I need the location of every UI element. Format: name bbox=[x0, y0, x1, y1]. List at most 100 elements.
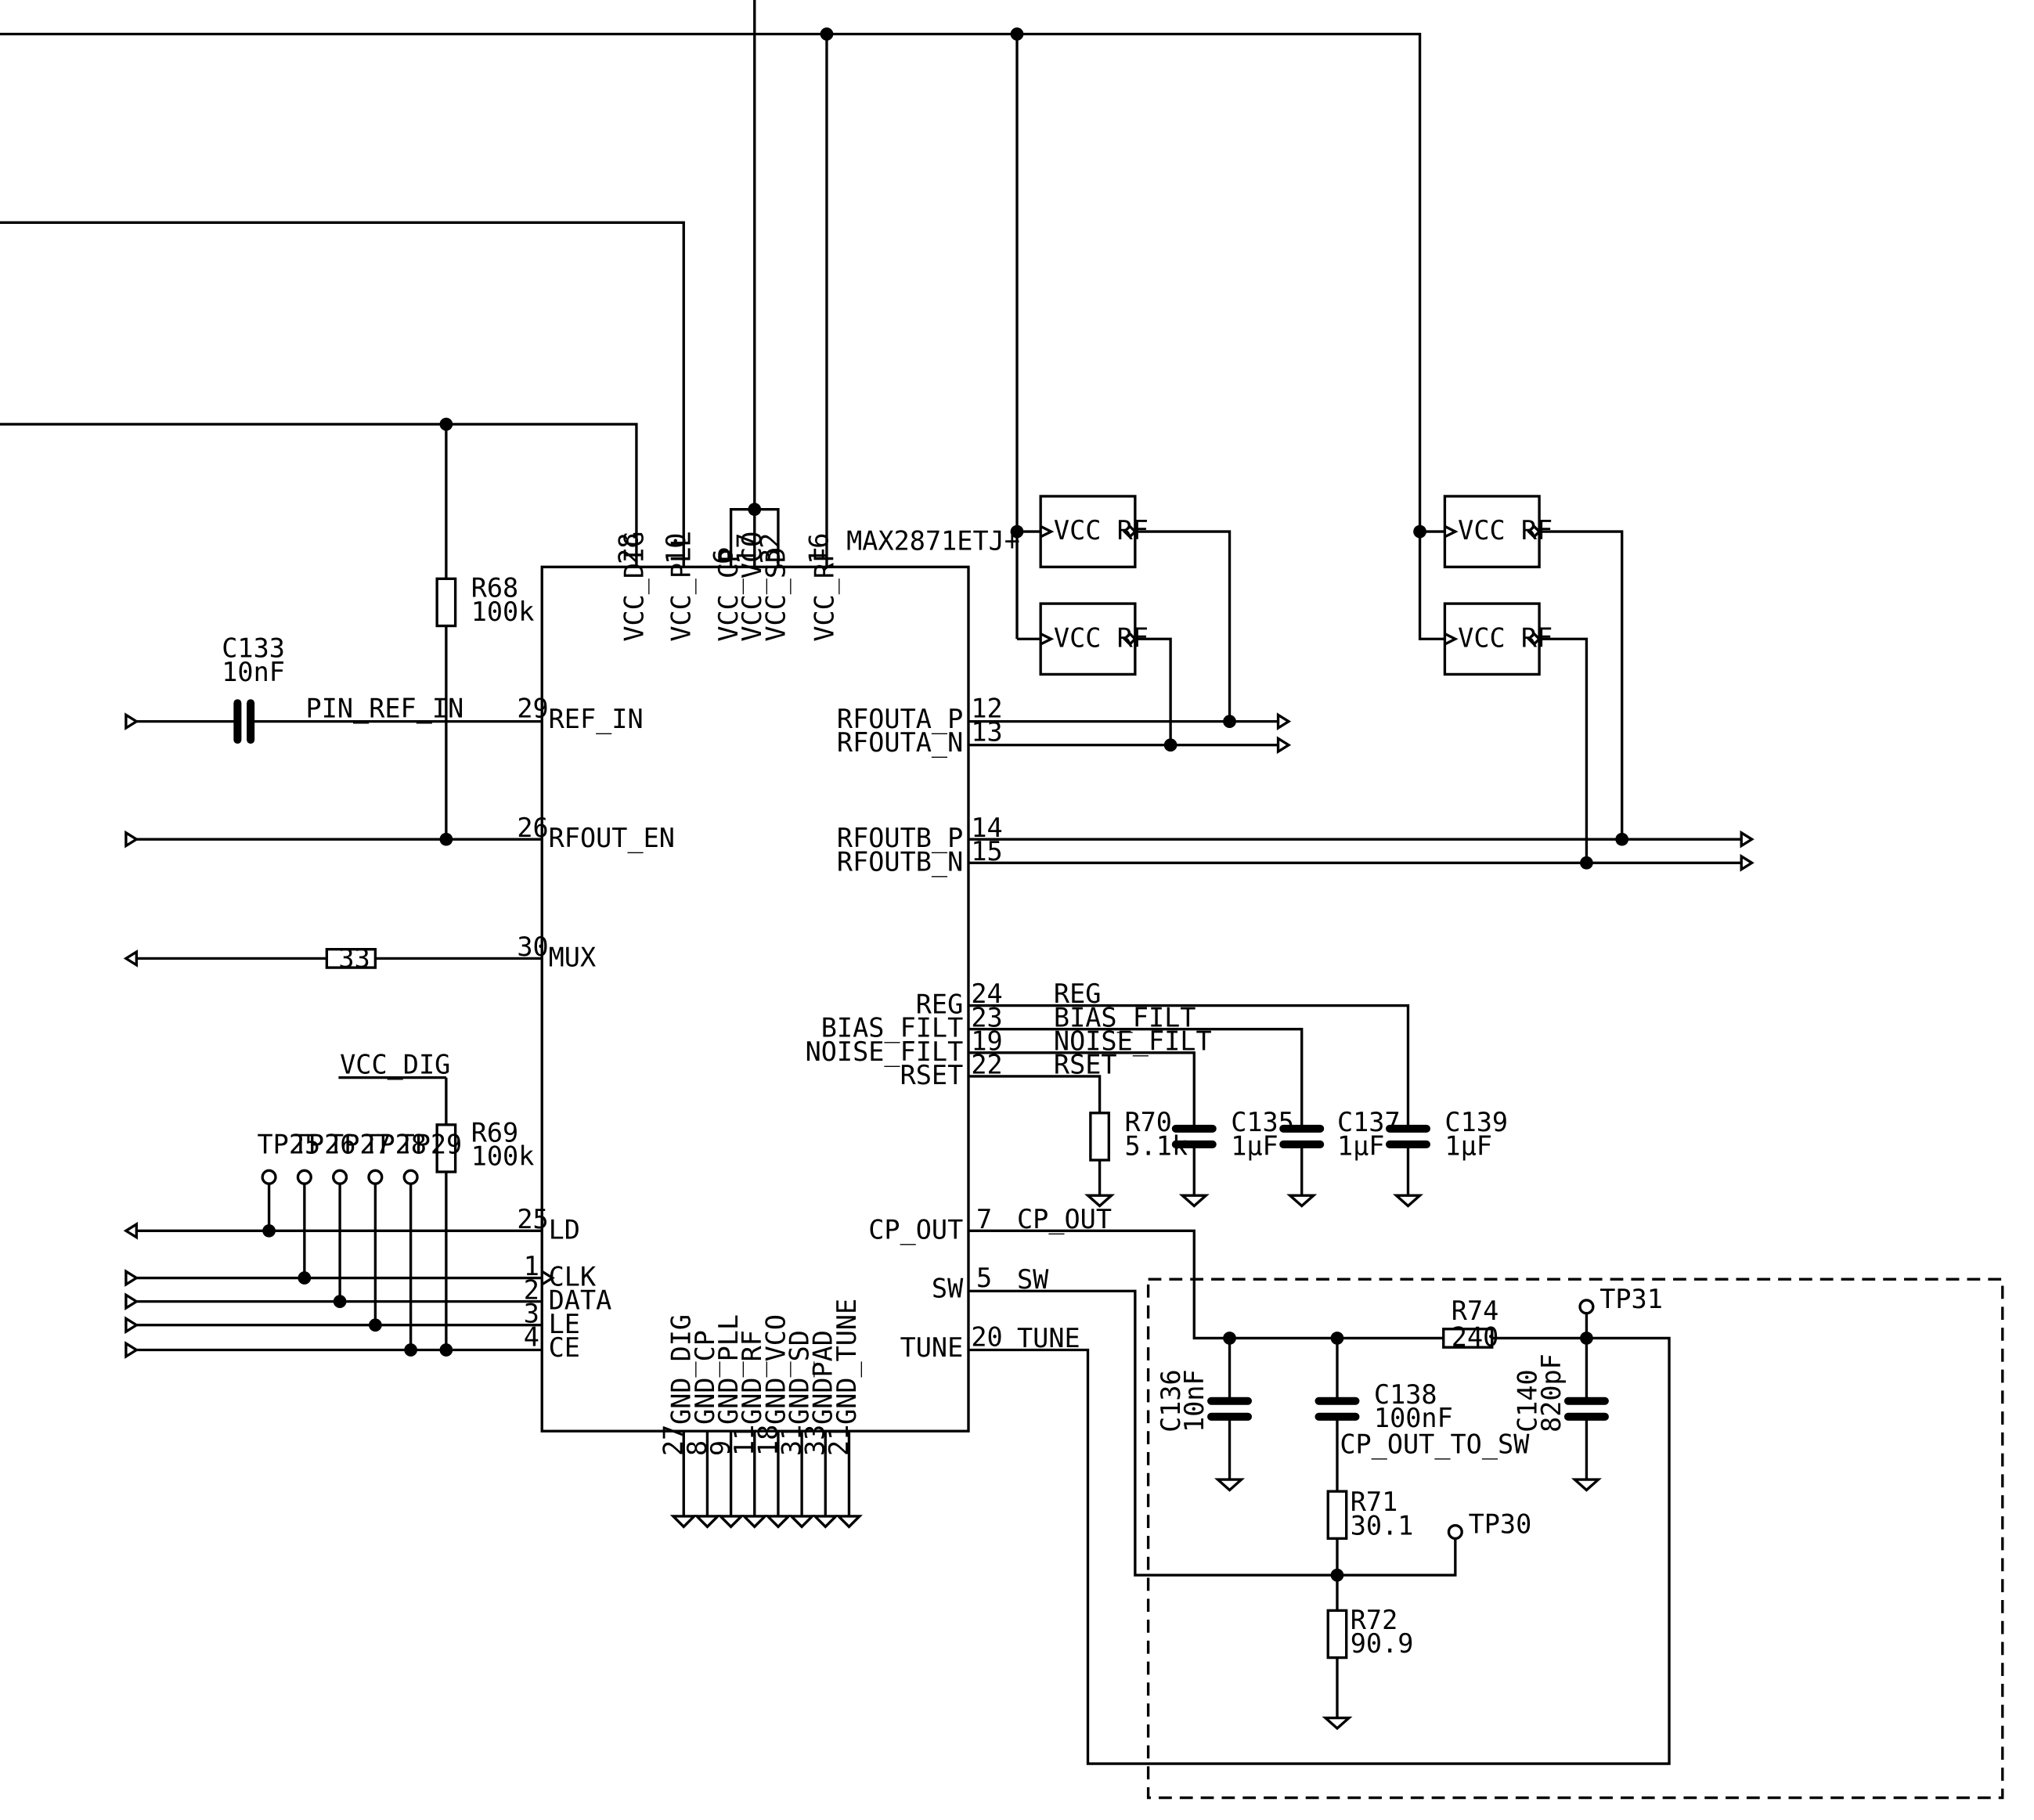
test-point-icon[interactable] bbox=[332, 1169, 348, 1185]
net-label-sw: SW bbox=[1017, 1264, 1049, 1295]
pin-number: 15 bbox=[971, 836, 1002, 867]
pin-name: RFOUTA_N bbox=[837, 727, 963, 759]
r69-ref: R69 bbox=[471, 1118, 519, 1148]
ic-part-label: MAX2871ETJ+ bbox=[846, 526, 1020, 557]
pin-name: VCC_DIG bbox=[618, 532, 650, 642]
test-point-icon[interactable] bbox=[1447, 1523, 1463, 1541]
input-port-icon bbox=[124, 1292, 139, 1311]
supply-wires bbox=[0, 0, 1422, 840]
bias-filter-network: REG BIAS_FILT NOISE_FILT RSET R70 5.1k C… bbox=[968, 978, 1508, 1208]
net-label-reg: REG bbox=[1054, 978, 1102, 1009]
pin-name: TUNE bbox=[900, 1332, 964, 1363]
ground-symbol bbox=[1322, 1716, 1353, 1731]
pin-name: GNDPAD bbox=[808, 1330, 838, 1425]
r68-ref: R68 bbox=[471, 573, 519, 604]
pullup-block bbox=[1443, 495, 1541, 568]
test-point-icon[interactable] bbox=[367, 1169, 384, 1185]
r68: R68 100k bbox=[435, 573, 535, 628]
output-port-icon bbox=[123, 1221, 138, 1240]
ic-top-pins: 28 VCC_DIG 10 VCC_PLL 6 VCC_CP 17 VCC_VC… bbox=[614, 532, 841, 642]
pin-name: REG bbox=[916, 989, 964, 1020]
pin-name: GND_VCO bbox=[760, 1314, 792, 1425]
r74-ref: R74 bbox=[1452, 1296, 1499, 1326]
ground-symbol bbox=[717, 1515, 745, 1529]
input-port-icon bbox=[124, 1341, 139, 1359]
c140-value: 820pF bbox=[1536, 1353, 1567, 1433]
c139-ref: C139 bbox=[1444, 1107, 1508, 1137]
input-port-icon bbox=[124, 1269, 139, 1287]
pin-number: 20 bbox=[971, 1322, 1002, 1353]
r72 bbox=[1326, 1609, 1348, 1660]
c136-value: 10nF bbox=[1179, 1369, 1210, 1433]
pin-number: 29 bbox=[517, 694, 548, 724]
c135-value: 1µF bbox=[1231, 1130, 1278, 1161]
pin-name: GND_CP bbox=[690, 1330, 721, 1425]
r70-ref: R70 bbox=[1124, 1107, 1172, 1137]
tp30-label: TP30 bbox=[1469, 1509, 1532, 1540]
ground-symbol bbox=[788, 1515, 816, 1529]
ic-right-pins: 12 RFOUTA_P 13 RFOUTA_N 14 RFOUTB_P 15 R… bbox=[806, 694, 1003, 1363]
r68-value: 100k bbox=[471, 596, 535, 627]
pin-number: 17 bbox=[731, 533, 762, 564]
c136-ref: C136 bbox=[1156, 1369, 1186, 1433]
c138-value: 100nF bbox=[1374, 1403, 1453, 1433]
mux-net: 33 bbox=[123, 943, 543, 974]
pin-number: 24 bbox=[971, 978, 1002, 1009]
tp26-label: TP26 bbox=[293, 1130, 356, 1160]
pin-name: BIAS_FILT bbox=[821, 1013, 964, 1044]
ground-symbol bbox=[1214, 1478, 1246, 1492]
pin-name: DATA bbox=[549, 1285, 612, 1316]
c133-ref: C133 bbox=[222, 633, 285, 664]
ground-symbol bbox=[1286, 1194, 1318, 1208]
r69: VCC_DIG R69 100k bbox=[338, 1050, 534, 1350]
r72-ref: R72 bbox=[1351, 1605, 1398, 1635]
ground-symbol bbox=[811, 1515, 839, 1529]
ground-symbol bbox=[741, 1515, 769, 1529]
ground-symbol bbox=[764, 1515, 792, 1529]
pin-number: 25 bbox=[517, 1204, 548, 1234]
pin-number: 26 bbox=[517, 813, 548, 843]
test-point-icon[interactable] bbox=[1578, 1299, 1595, 1315]
net-label-rset: RSET bbox=[1054, 1050, 1117, 1080]
pin-number: 8 bbox=[682, 1440, 712, 1456]
test-point-icon[interactable] bbox=[402, 1169, 419, 1185]
tp29-label: TP29 bbox=[399, 1130, 463, 1160]
rf-pullups: VCC RF VCC RF VCC RF VCC RF bbox=[1010, 495, 1624, 863]
pin-name: RFOUTB_P bbox=[837, 823, 963, 854]
output-port-icon bbox=[1276, 736, 1292, 755]
ground-bus bbox=[669, 1431, 863, 1529]
pin-name: VCC_VCO bbox=[737, 532, 768, 642]
pin-number: 12 bbox=[971, 694, 1002, 724]
pin-number: 32 bbox=[756, 533, 786, 564]
tp27-label: TP27 bbox=[328, 1130, 391, 1160]
pin-name: GND_PLL bbox=[713, 1314, 745, 1425]
r71-ref: R71 bbox=[1351, 1487, 1398, 1517]
pin-name: GND_RF bbox=[737, 1330, 768, 1425]
output-port-icon bbox=[1740, 853, 1755, 872]
pin-name: NOISE_FILT bbox=[806, 1036, 964, 1068]
pin-name: CLK bbox=[549, 1262, 597, 1292]
input-port-icon bbox=[124, 712, 139, 731]
ground-symbol bbox=[1084, 1194, 1116, 1208]
pin-name: SW bbox=[932, 1274, 964, 1304]
test-point-icon[interactable] bbox=[296, 1169, 312, 1185]
net-label-noise-filt: NOISE_FILT bbox=[1054, 1026, 1212, 1058]
pin-name: LD bbox=[549, 1214, 580, 1245]
net-label-tune: TUNE bbox=[1017, 1323, 1080, 1353]
c139-value: 1µF bbox=[1444, 1130, 1492, 1161]
pin-name: VCC_SD bbox=[760, 547, 792, 642]
ground-symbol bbox=[669, 1515, 698, 1529]
ground-symbol bbox=[835, 1515, 863, 1529]
ic-left-pins: 29 REF_IN 26 RFOUT_EN 30 MUX 25 LD 1 CLK… bbox=[517, 694, 675, 1363]
pin-name: RFOUTA_P bbox=[837, 704, 963, 735]
net-label-pin-ref-in: PIN_REF_IN bbox=[306, 694, 464, 725]
c137-value: 1µF bbox=[1337, 1130, 1385, 1161]
pullup-block bbox=[1443, 602, 1541, 676]
pin-name: GND_DIG bbox=[666, 1314, 698, 1425]
pin-number: 1 bbox=[524, 1251, 539, 1281]
r71-value: 30.1 bbox=[1351, 1510, 1414, 1541]
output-port-icon bbox=[1276, 712, 1292, 731]
r74-value: 240 bbox=[1452, 1322, 1499, 1353]
net-label-bias-filt: BIAS_FILT bbox=[1054, 1002, 1196, 1033]
test-point-icon[interactable] bbox=[261, 1169, 277, 1185]
